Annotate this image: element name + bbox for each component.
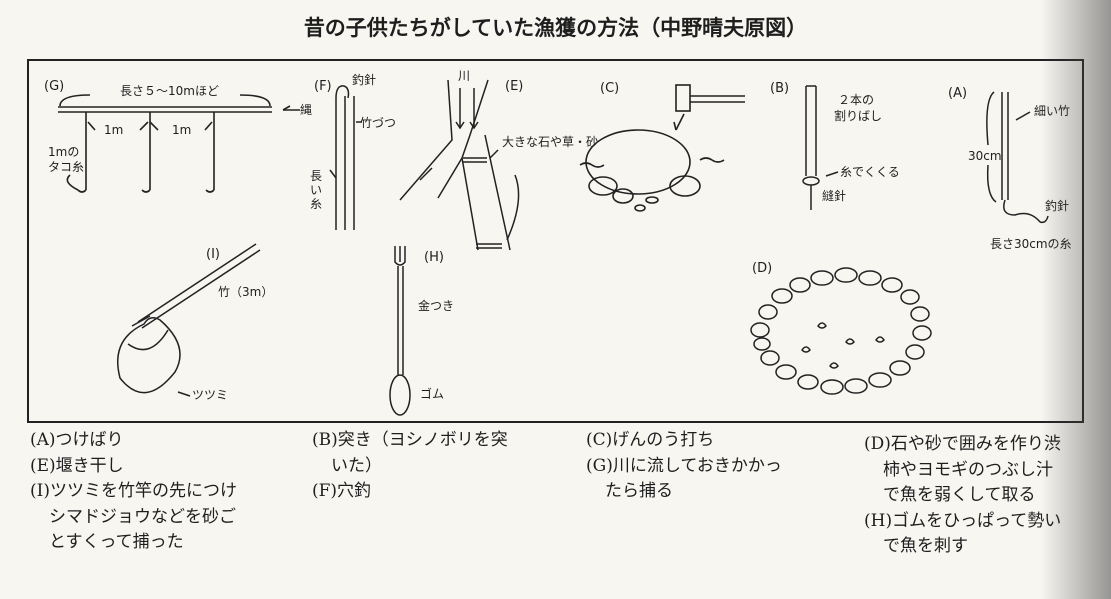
caption-col-4: (D)石や砂で囲みを作り渋 柿やヨモギのつぶし汁 で魚を弱くして取る (H)ゴム…	[864, 432, 1061, 560]
panel-B-sticks: ２本の	[838, 93, 874, 107]
panel-A-tag: (A)	[948, 86, 967, 101]
caption-A: (A)つけばり	[30, 430, 124, 450]
panel-F-tag: (F)	[314, 79, 332, 94]
panel-G-line-2: タコ糸	[48, 160, 84, 174]
panel-D	[750, 267, 932, 395]
panel-E-river: 川	[458, 69, 470, 83]
caption-G-cont: たら捕る	[605, 481, 673, 501]
panel-C	[579, 84, 745, 212]
panel-G-tag: (G)	[44, 79, 64, 94]
caption-I: (I)ツツミを竹竿の先につけ	[30, 481, 237, 501]
caption-I-cont-1: シマドジョウなどを砂ご	[49, 506, 236, 527]
caption-H: (H)ゴムをひっぱって勢い	[864, 510, 1062, 531]
caption-D-cont-2: で魚を弱くして取る	[883, 485, 1036, 505]
panel-H-tag: (H)	[424, 250, 444, 265]
panel-E-stones: 大きな石や草・砂	[502, 135, 598, 149]
diagram-frame	[27, 59, 1084, 423]
panel-F-long: 長	[310, 169, 322, 183]
panel-G-length: 長さ５～10mほど	[120, 84, 219, 98]
panel-B	[802, 85, 839, 210]
panel-G-line: 1mの	[48, 145, 79, 159]
caption-B-cont: いた）	[331, 455, 382, 476]
panel-E-tag: (E)	[505, 79, 523, 94]
caption-H-cont: で魚を刺す	[883, 536, 968, 556]
panel-A-size: 30cm	[968, 149, 1002, 163]
page-edge-shadow	[1041, 0, 1111, 599]
caption-col-2: (B)突き（ヨシノボリを突 いた） (F)穴釣	[312, 428, 508, 505]
caption-D-cont-1: 柿やヨモギのつぶし汁	[883, 459, 1053, 480]
panel-B-tag: (B)	[770, 81, 789, 96]
caption-col-3: (C)げんのう打ち (G)川に流しておきかかっ たら捕る	[586, 428, 782, 505]
panel-I	[116, 243, 261, 397]
panel-B-thread: 糸でくくる	[840, 165, 900, 179]
caption-E: (E)堰き干し	[30, 455, 124, 476]
panel-G-spacing-1: 1m	[104, 123, 123, 137]
panel-F-hook: 釣針	[352, 72, 376, 87]
panel-G-rope: 縄	[300, 102, 312, 117]
caption-G: (G)川に流しておきかかっ	[586, 455, 782, 476]
panel-I-net: ツツミ	[192, 388, 228, 402]
caption-C: (C)げんのう打ち	[586, 430, 715, 450]
caption-I-cont-2: とすくって捕った	[49, 532, 184, 552]
panel-H-rubber: ゴム	[420, 386, 444, 401]
panel-G-spacing-2: 1m	[172, 123, 191, 137]
panel-I-bamboo: 竹（3m）	[218, 285, 273, 299]
panel-F-tube: 竹づつ	[360, 116, 396, 130]
page-title: 昔の子供たちがしていた漁獲の方法（中野晴夫原図）	[303, 16, 808, 40]
caption-F: (F)穴釣	[312, 481, 372, 501]
panel-G	[58, 94, 300, 193]
panel-A	[986, 91, 1049, 224]
panel-I-tag: (I)	[206, 247, 220, 262]
panel-B-sticks-2: 割りばし	[834, 108, 882, 123]
panel-F-long-2: い	[310, 183, 322, 197]
panel-H-metal: 金つき	[418, 298, 454, 313]
caption-D: (D)石や砂で囲みを作り渋	[864, 434, 1061, 454]
panel-B-needle: 縫針	[822, 188, 846, 203]
panel-F-long-3: 糸	[310, 197, 322, 211]
caption-B: (B)突き（ヨシノボリを突	[312, 430, 508, 450]
caption-col-1: (A)つけばり (E)堰き干し (I)ツツミを竹竿の先につけ シマドジョウなどを…	[30, 428, 237, 556]
panel-F	[329, 85, 362, 230]
panel-D-tag: (D)	[752, 261, 772, 276]
panel-C-tag: (C)	[600, 81, 619, 96]
panel-H	[389, 246, 411, 416]
panel-E	[399, 79, 520, 251]
